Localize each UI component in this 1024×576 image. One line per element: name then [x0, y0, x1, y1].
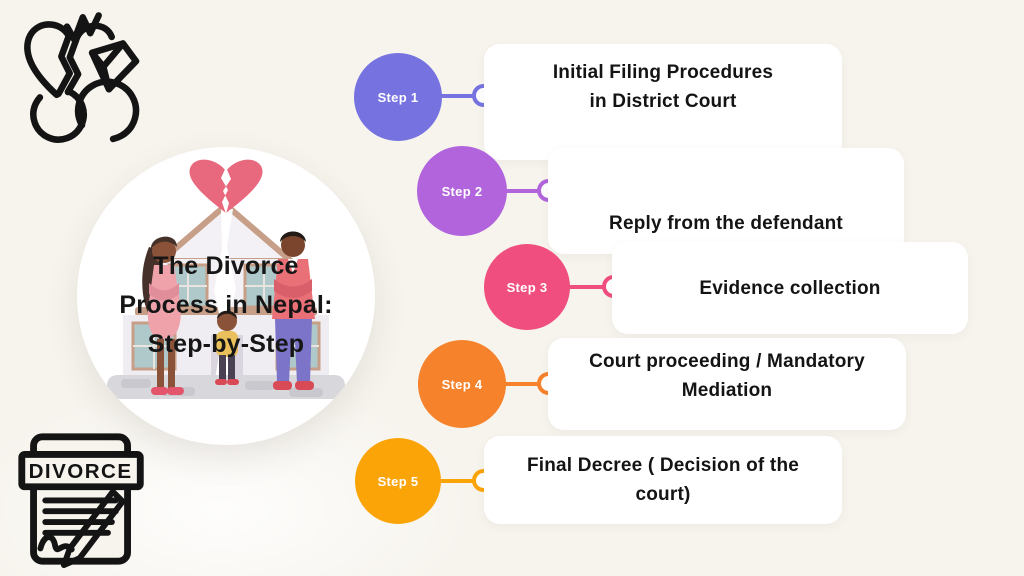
- step-3-text: Evidence collection: [699, 277, 881, 299]
- step-3-circle: Step 3: [484, 244, 570, 330]
- step-3-label: Step 3: [506, 279, 548, 295]
- step-5-connector-line: [437, 479, 477, 483]
- woman-figure: [142, 236, 184, 395]
- step-4-connector-line: [501, 382, 541, 386]
- broken-home-family-illustration: [107, 159, 345, 399]
- step-1-label: Step 1: [377, 89, 419, 105]
- step-2-circle: Step 2: [417, 146, 507, 236]
- man-figure: [272, 231, 315, 390]
- step-5-text: Final Decree ( Decision of the court): [526, 455, 800, 505]
- child-figure: [215, 310, 239, 385]
- step-3-card: Evidence collection: [612, 242, 968, 334]
- step-3-connector-line: [566, 285, 606, 289]
- infographic-title: The Divorce Process in Nepal: Step-by-St…: [119, 252, 333, 358]
- step-1-connector-line: [436, 94, 476, 98]
- step-5-label: Step 5: [377, 473, 419, 489]
- step-2-text: Reply from the defendant: [609, 213, 843, 234]
- step-1-text: Initial Filing Procedures in District Co…: [552, 62, 774, 112]
- step-1-card: Initial Filing Procedures in District Co…: [484, 44, 842, 160]
- step-1-circle: Step 1: [354, 53, 442, 141]
- step-4-circle: Step 4: [418, 340, 506, 428]
- step-2-label: Step 2: [441, 183, 483, 199]
- broken-heart-rings-icon: [24, 12, 140, 143]
- step-4-label: Step 4: [441, 376, 483, 392]
- broken-heart: [189, 159, 263, 214]
- divorce-document-label: DIVORCE: [29, 460, 133, 483]
- hero-circle: [77, 147, 375, 445]
- divorce-document-icon: DIVORCE: [18, 433, 144, 569]
- step-5-card: Final Decree ( Decision of the court): [484, 436, 842, 524]
- step-2-connector-line: [501, 189, 541, 193]
- step-4-card: Court proceeding / Mandatory Mediation: [548, 338, 906, 430]
- house-crack: [214, 209, 236, 379]
- step-2-card: Reply from the defendant: [548, 148, 904, 254]
- step-5-circle: Step 5: [355, 438, 441, 524]
- step-4-text: Court proceeding / Mandatory Mediation: [589, 351, 865, 401]
